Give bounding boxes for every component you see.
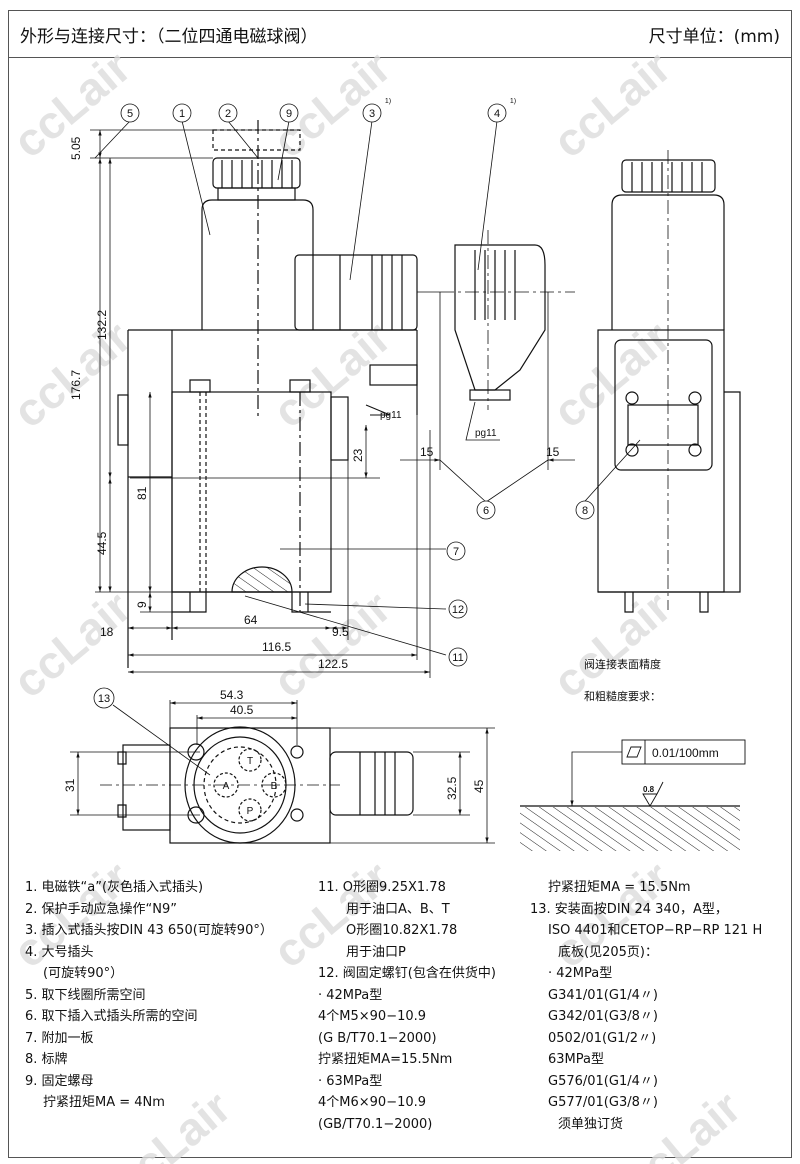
svg-text:15: 15 xyxy=(546,445,560,459)
svg-text:ccLair: ccLair xyxy=(3,581,140,708)
note-item: 63MPa型 xyxy=(548,1052,604,1067)
surface-requirement: 0.01/100mm 0.8 阀连接表面精度 和粗糙度要求： xyxy=(520,657,746,851)
svg-text:18: 18 xyxy=(100,625,114,639)
svg-text:7: 7 xyxy=(453,546,459,558)
note-item: 0502/01(G1/2〃) xyxy=(548,1030,657,1046)
note-item: 用于油口P xyxy=(346,944,406,960)
note-item: 拧紧扭矩MA = 4Nm xyxy=(43,1095,165,1110)
note-item: 3. 插入式插头按DIN 43 650(可旋转90°） xyxy=(25,923,273,938)
side-view xyxy=(597,150,741,613)
svg-text:5: 5 xyxy=(127,108,133,120)
note-item: 7. 附加一板 xyxy=(25,1030,94,1046)
header: 外形与连接尺寸：（二位四通电磁球阀） 尺寸单位：(mm) xyxy=(8,10,792,58)
note-item: ISO 4401和CETOP−RP−RP 121 H xyxy=(548,923,763,938)
note-item: (G B/T70.1−2000) xyxy=(318,1030,437,1046)
svg-text:B: B xyxy=(271,781,278,792)
svg-text:54.3: 54.3 xyxy=(220,688,244,702)
svg-text:pg11: pg11 xyxy=(380,410,402,421)
notes-column-2: 11. O形圈9.25X1.78 用于油口A、B、T O形圈10.82X1.78… xyxy=(318,877,496,1135)
note-item: 9. 固定螺母 xyxy=(25,1073,94,1089)
svg-text:3: 3 xyxy=(369,108,375,120)
svg-text:P: P xyxy=(247,806,254,817)
notes-column-1: 1. 电磁铁“a”(灰色插入式插头) 2. 保护手动应急操作“N9” 3. 插入… xyxy=(25,877,273,1114)
svg-text:31: 31 xyxy=(63,778,77,792)
svg-text:0.8: 0.8 xyxy=(643,785,655,794)
note-item: 4. 大号插头 xyxy=(25,944,94,960)
note-item: 须单独订货 xyxy=(558,1116,624,1132)
note-item: 11. O形圈9.25X1.78 xyxy=(318,880,446,895)
svg-text:8: 8 xyxy=(582,505,588,517)
svg-text:4: 4 xyxy=(494,108,500,120)
note-item: 4个M6×90−10.9 xyxy=(318,1095,427,1110)
svg-text:阀连接表面精度: 阀连接表面精度 xyxy=(584,657,661,671)
callouts: 5 1 2 9 3 4 6 7 8 11 12 13 1) 1) xyxy=(93,98,641,776)
svg-text:9: 9 xyxy=(286,108,292,120)
connector-view: pg11 15 15 xyxy=(400,230,575,470)
svg-text:5.05: 5.05 xyxy=(69,136,83,160)
note-item: · 63MPa型 xyxy=(318,1073,383,1089)
note-item: 8. 标牌 xyxy=(25,1052,68,1067)
svg-text:15: 15 xyxy=(420,445,434,459)
svg-text:13: 13 xyxy=(98,693,110,705)
note-item: 12. 阀固定螺钉(包含在供货中) xyxy=(318,966,496,981)
note-item: 6. 取下插入式插头所需的空间 xyxy=(25,1009,198,1024)
svg-text:ccLair: ccLair xyxy=(543,41,680,168)
svg-text:A: A xyxy=(223,781,230,792)
page-frame xyxy=(8,10,792,1158)
svg-text:44.5: 44.5 xyxy=(95,531,109,555)
svg-text:ccLair: ccLair xyxy=(543,581,680,708)
note-item: · 42MPa型 xyxy=(318,987,383,1003)
svg-text:64: 64 xyxy=(244,613,258,627)
plan-view: T A B P 54.3 40.5 31 32.5 45 xyxy=(63,688,495,844)
svg-text:T: T xyxy=(247,756,253,767)
note-item: 5. 取下线圈所需空间 xyxy=(25,987,146,1003)
svg-text:11: 11 xyxy=(452,652,463,664)
note-item: 4个M5×90−10.9 xyxy=(318,1009,427,1024)
notes-column-3: 拧紧扭矩MA = 15.5Nm 13. 安装面按DIN 24 340，A型， I… xyxy=(530,877,762,1135)
svg-text:pg11: pg11 xyxy=(475,428,497,439)
note-item: 13. 安装面按DIN 24 340，A型， xyxy=(530,901,728,917)
svg-text:1): 1) xyxy=(385,98,391,105)
note-item: 2. 保护手动应急操作“N9” xyxy=(25,901,178,917)
svg-text:1: 1 xyxy=(179,108,185,120)
svg-text:12: 12 xyxy=(452,604,464,616)
svg-text:116.5: 116.5 xyxy=(262,640,291,654)
svg-text:32.5: 32.5 xyxy=(445,776,459,800)
front-view: pg11 xyxy=(117,120,440,668)
svg-text:0.01/100mm: 0.01/100mm xyxy=(652,746,719,760)
svg-text:176.7: 176.7 xyxy=(69,370,83,400)
page-title: 外形与连接尺寸：（二位四通电磁球阀） xyxy=(20,27,318,47)
note-item: (GB/T70.1−2000) xyxy=(318,1116,433,1132)
note-item: 1. 电磁铁“a”(灰色插入式插头) xyxy=(25,880,204,895)
svg-text:2: 2 xyxy=(225,108,231,120)
note-item: G341/01(G1/4〃) xyxy=(548,987,658,1003)
note-item: G576/01(G1/4〃) xyxy=(548,1073,658,1089)
front-dimensions: 5.05 176.7 132.2 44.5 81 9 23 18 64 9.5 … xyxy=(69,129,431,678)
svg-text:40.5: 40.5 xyxy=(230,703,254,717)
svg-text:122.5: 122.5 xyxy=(318,657,348,671)
svg-text:1): 1) xyxy=(510,98,516,105)
svg-text:45: 45 xyxy=(472,779,486,793)
svg-text:和粗糙度要求：: 和粗糙度要求： xyxy=(584,689,661,703)
unit-label: 尺寸单位：(mm) xyxy=(648,27,780,47)
svg-text:6: 6 xyxy=(483,505,489,517)
svg-text:132.2: 132.2 xyxy=(95,310,109,340)
note-item: 拧紧扭矩MA = 15.5Nm xyxy=(548,880,691,895)
note-item: 用于油口A、B、T xyxy=(346,901,450,917)
svg-text:9.5: 9.5 xyxy=(332,625,349,639)
note-item: 底板(见205页)： xyxy=(558,944,658,960)
note-item: 拧紧扭矩MA=15.5Nm xyxy=(318,1052,453,1067)
note-item: O形圈10.82X1.78 xyxy=(346,923,458,938)
note-item: (可旋转90°） xyxy=(43,966,124,981)
note-item: · 42MPa型 xyxy=(548,966,613,981)
note-item: G342/01(G3/8〃) xyxy=(548,1009,658,1024)
note-item: G577/01(G3/8〃) xyxy=(548,1095,658,1110)
svg-text:9: 9 xyxy=(135,601,149,608)
svg-text:23: 23 xyxy=(351,448,365,462)
svg-text:81: 81 xyxy=(135,486,149,500)
